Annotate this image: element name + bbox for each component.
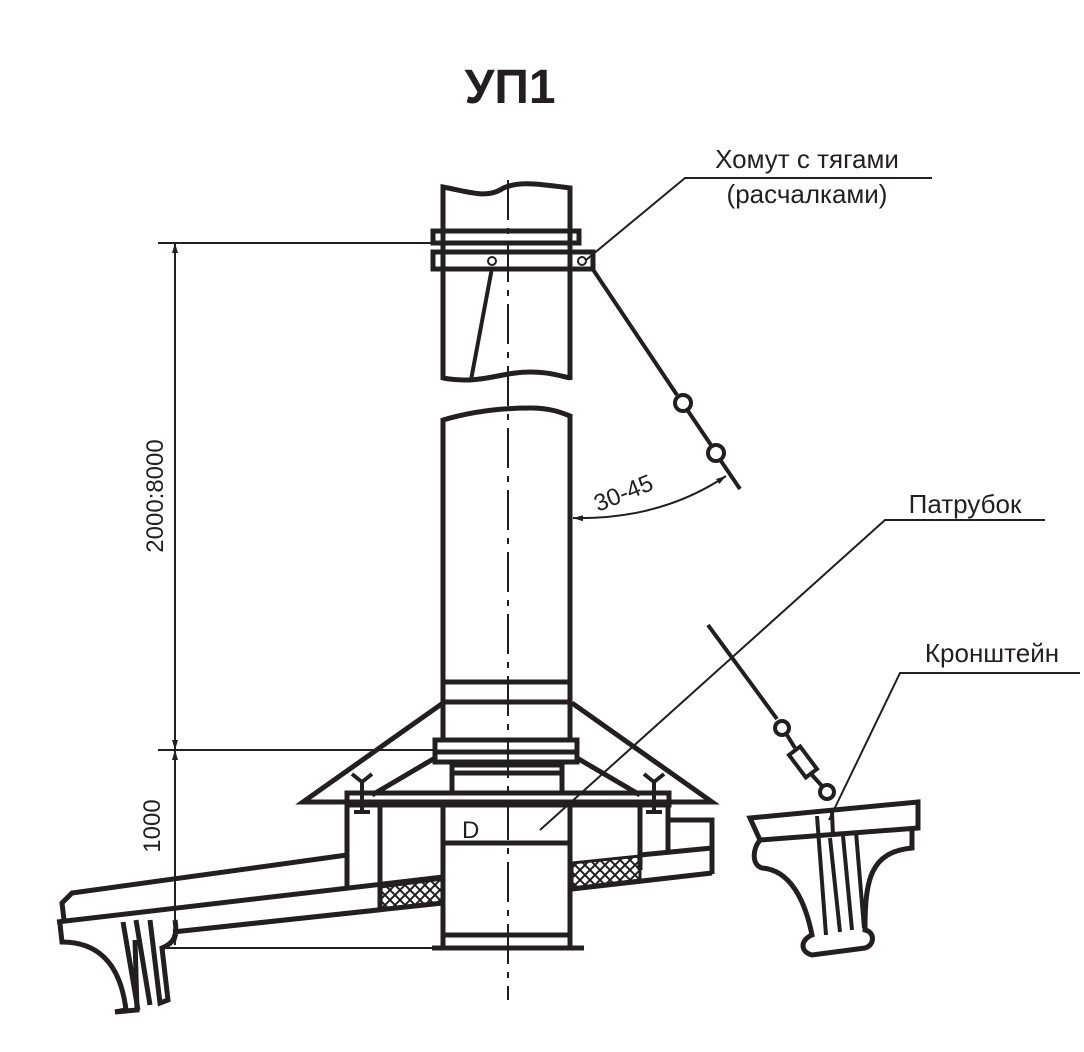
clamp-callout: Хомут с тягами (расчалками): [585, 144, 932, 261]
bolt-icon: [350, 772, 374, 814]
roof-passage-base: D: [344, 805, 715, 951]
drawing-title: УП1: [464, 61, 555, 114]
roof-slope: [56, 845, 713, 1015]
dimension-lines: 2000:8000 1000: [139, 242, 435, 949]
branch-callout: Патрубок: [539, 489, 1045, 831]
bracket-detail: [706, 623, 921, 958]
roof-cone: [295, 700, 720, 814]
base-dimension: 1000: [139, 799, 166, 852]
bracket-callout: Кронштейн: [828, 638, 1080, 821]
branch-label: Патрубок: [909, 489, 1022, 519]
clamp-label-2: (расчалками): [727, 179, 888, 209]
clamp-label: Хомут с тягами: [715, 144, 899, 174]
diameter-label: D: [462, 817, 479, 844]
lower-pipe-section: [432, 405, 580, 796]
clamp-hole: [487, 256, 497, 266]
clamp-hole: [577, 256, 587, 266]
bracket-label: Кронштейн: [925, 638, 1059, 668]
upper-pipe-section: [430, 181, 596, 383]
bolt-icon: [642, 772, 666, 814]
guy-wire: 30-45: [572, 266, 742, 522]
height-dimension: 2000:8000: [142, 439, 169, 552]
